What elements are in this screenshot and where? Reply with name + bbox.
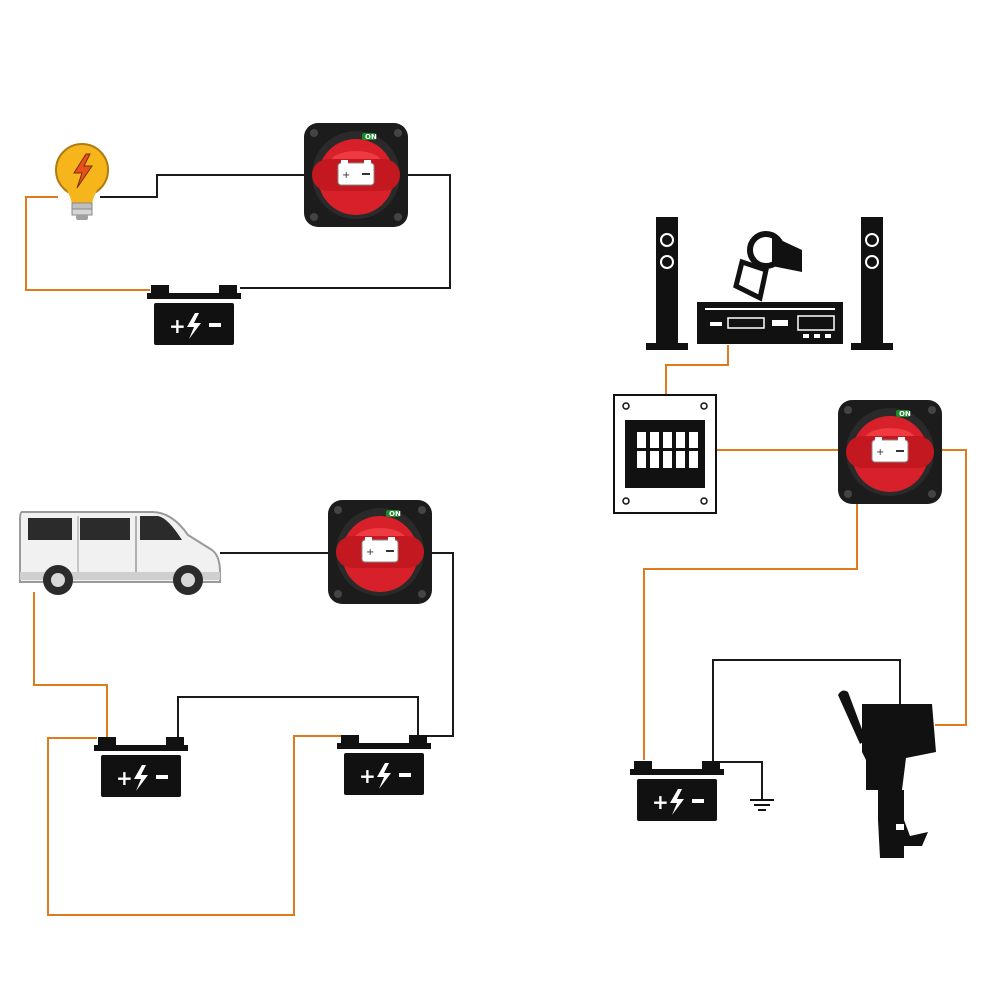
wire-orange (935, 449, 967, 726)
wires (25, 174, 967, 916)
wire-orange (33, 592, 108, 738)
speaker-icon (646, 217, 688, 350)
wire-black (713, 761, 763, 800)
battery (94, 737, 188, 797)
fuse-box (613, 394, 717, 514)
battery-switch: ON (327, 499, 433, 605)
speaker-icon (851, 217, 893, 350)
wire-black (712, 659, 901, 762)
switch-on-label: ON (389, 510, 401, 518)
switch-on-label: ON (899, 410, 911, 418)
switch-on-label: ON (365, 133, 377, 141)
wire-orange (643, 503, 858, 760)
wire-black (177, 696, 419, 738)
wire-black (100, 174, 305, 198)
wire-black (240, 174, 451, 289)
battery-switch: ON (837, 399, 943, 505)
wire-orange (665, 345, 729, 395)
projector-icon (733, 231, 802, 302)
battery (147, 285, 241, 345)
wire-orange (47, 735, 345, 916)
lightbulb-icon (55, 143, 109, 220)
van-icon (19, 511, 221, 595)
battery (337, 735, 431, 795)
audio-boat-circuit: ON (613, 217, 943, 858)
outboard-motor-icon (838, 690, 936, 858)
wire-orange (25, 196, 150, 291)
battery-switch: ON (303, 122, 409, 228)
bulb-circuit: ON (55, 122, 409, 345)
ground-icon (750, 799, 774, 811)
battery (630, 761, 724, 821)
stereo-receiver-icon (697, 302, 843, 344)
wire-black (420, 552, 454, 737)
van-circuit: ON (19, 499, 433, 797)
